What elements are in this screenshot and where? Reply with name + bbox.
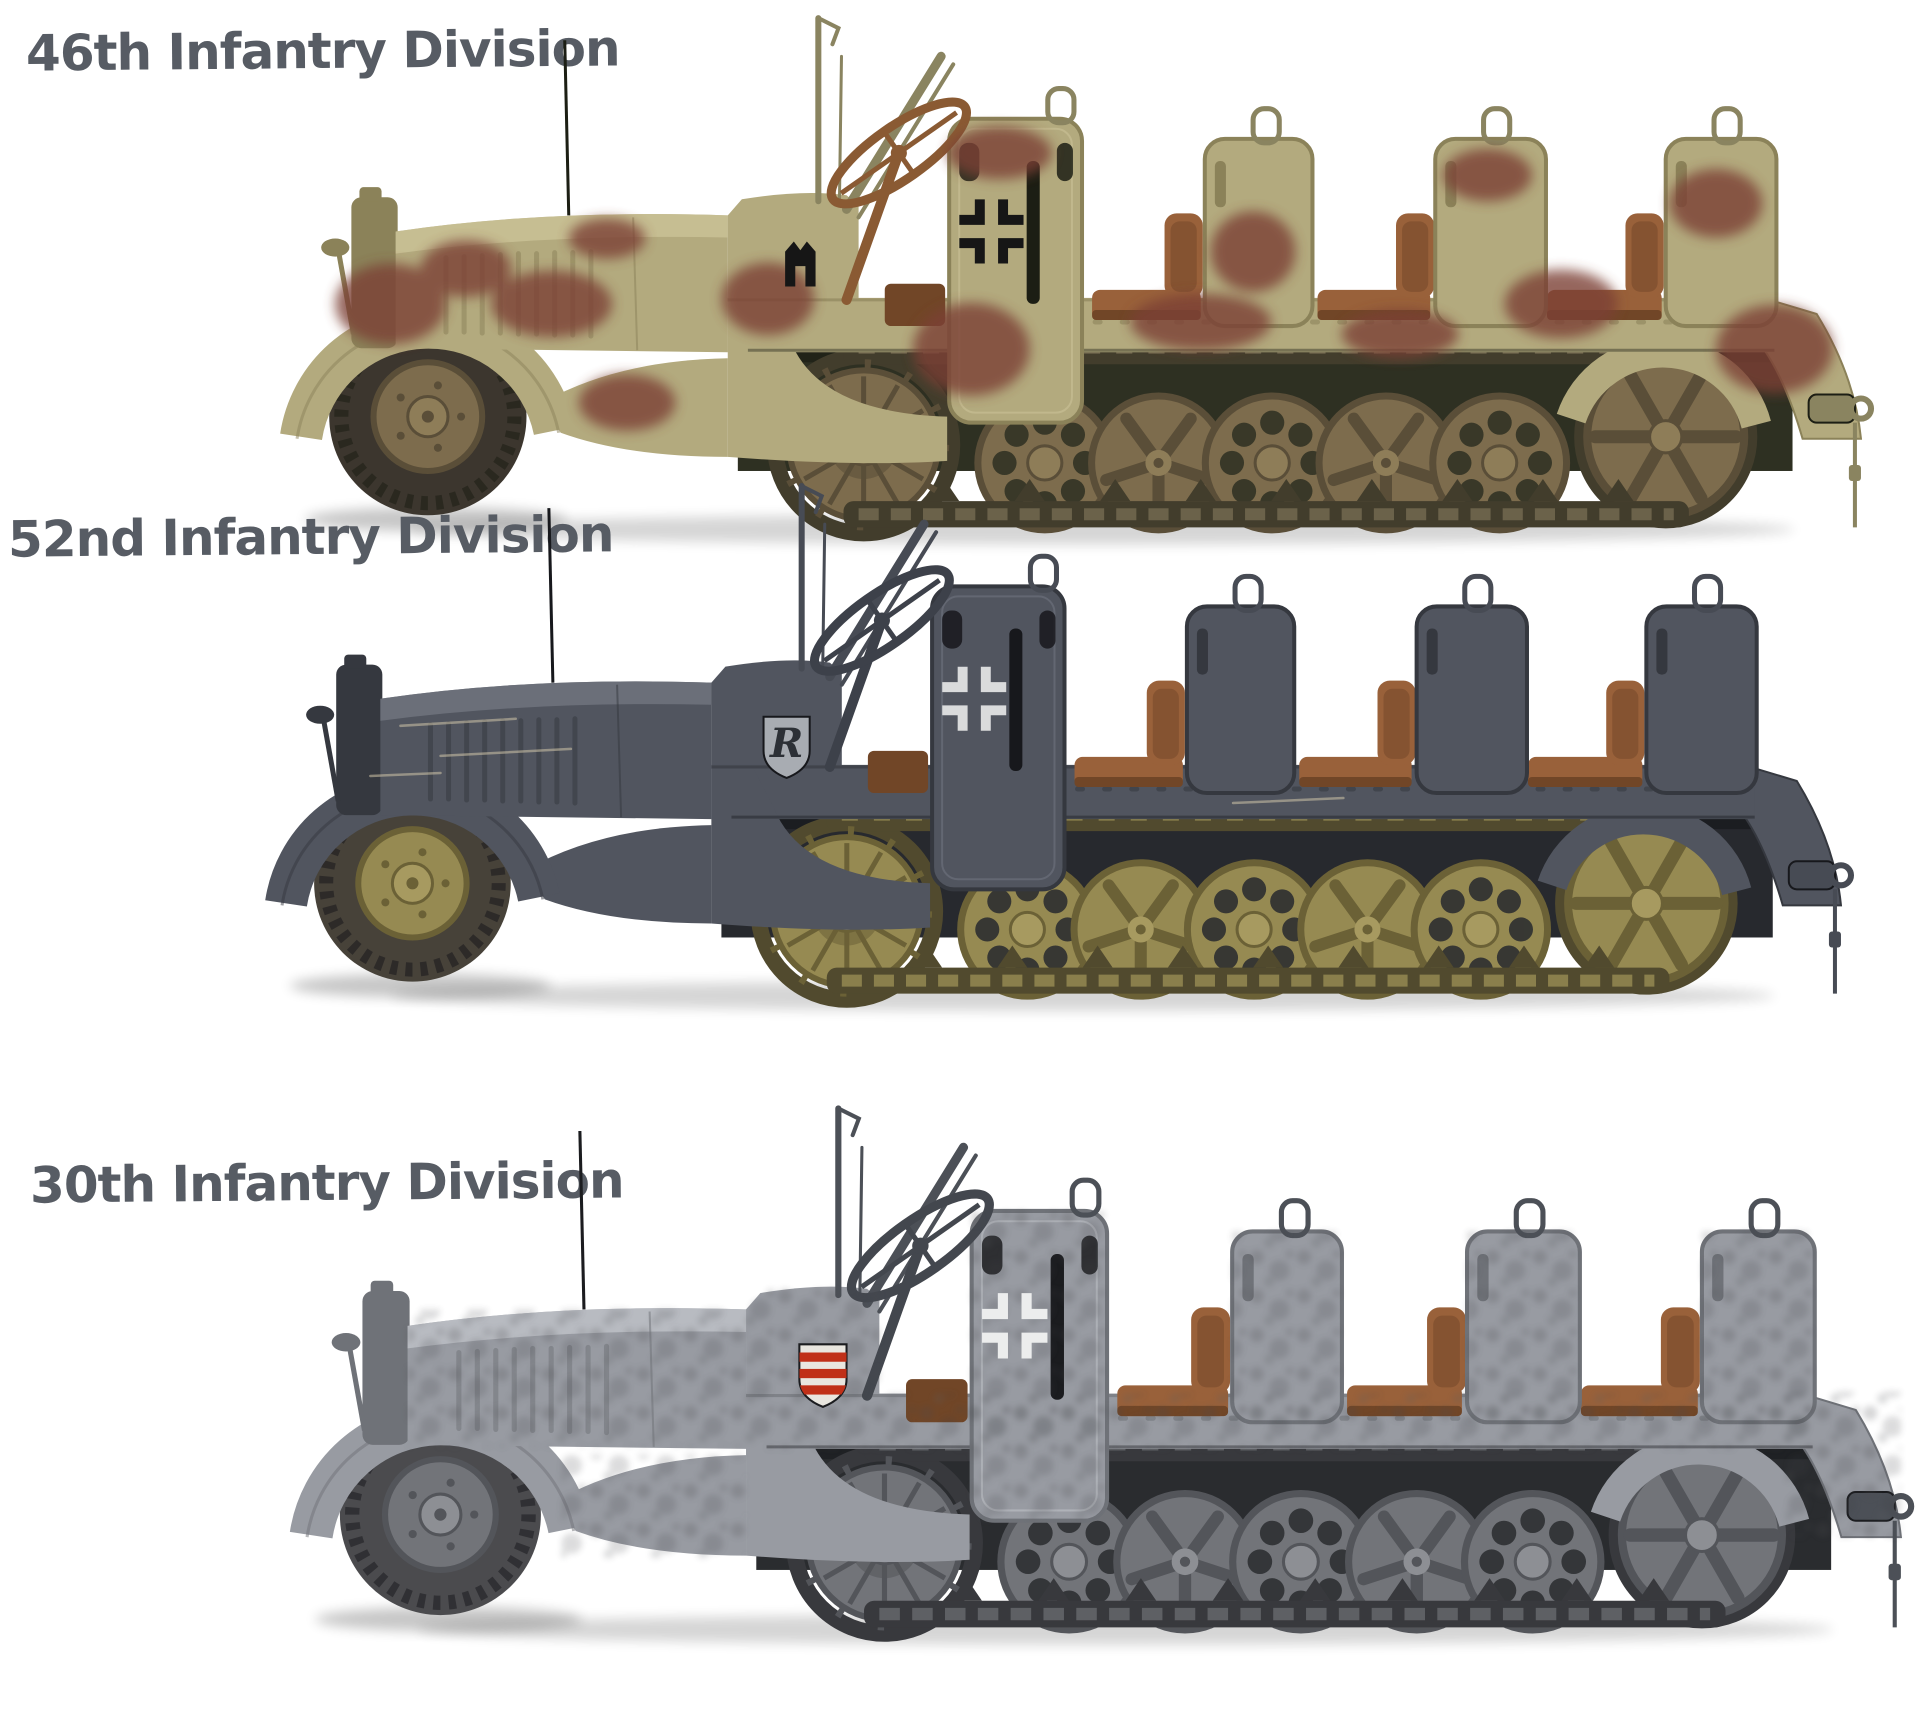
radiator	[336, 664, 383, 816]
seat-back-boxes	[1184, 604, 1759, 796]
camouflage-blotches	[335, 126, 1833, 431]
front-wheel	[339, 1414, 541, 1616]
paint-scratches	[369, 717, 1345, 805]
shield-letter: R	[769, 720, 803, 767]
towing-pintle	[1787, 860, 1836, 891]
towing-pintle	[1807, 393, 1856, 424]
rear-idler-wheel	[1564, 821, 1729, 986]
halftrack-illustration-winter	[289, 1105, 1915, 1645]
mirror	[331, 1333, 361, 1352]
division-shield-emblem: R	[762, 715, 811, 780]
steering-wheel	[826, 97, 972, 305]
road-wheels	[997, 1489, 1605, 1634]
halftrack-illustration-grey: R	[265, 483, 1855, 1011]
rear-idler-wheel	[1583, 354, 1749, 520]
steering-wheel	[809, 565, 954, 772]
front-wheel	[329, 318, 527, 516]
folded-windshield	[815, 15, 956, 220]
front-wheel	[314, 784, 511, 982]
tactical-sign	[785, 241, 816, 287]
mirror	[306, 705, 335, 724]
hood-louvres	[427, 716, 578, 806]
grab-handles	[1069, 1177, 1781, 1239]
halftrack-illustration-camo	[280, 15, 1875, 545]
division-shield-stripes	[798, 1343, 848, 1408]
cab-side-panel	[930, 584, 1067, 892]
grab-handles	[1027, 553, 1724, 613]
antenna	[547, 508, 555, 683]
mottle-texture	[407, 1210, 1901, 1558]
radiator	[362, 1290, 410, 1445]
antenna	[563, 40, 571, 216]
grab-handles	[1045, 86, 1743, 146]
antenna	[578, 1130, 586, 1310]
mirror	[321, 238, 350, 257]
rear-idler-wheel	[1617, 1450, 1787, 1620]
bench-seats	[867, 680, 1645, 794]
folded-windshield	[798, 483, 939, 687]
